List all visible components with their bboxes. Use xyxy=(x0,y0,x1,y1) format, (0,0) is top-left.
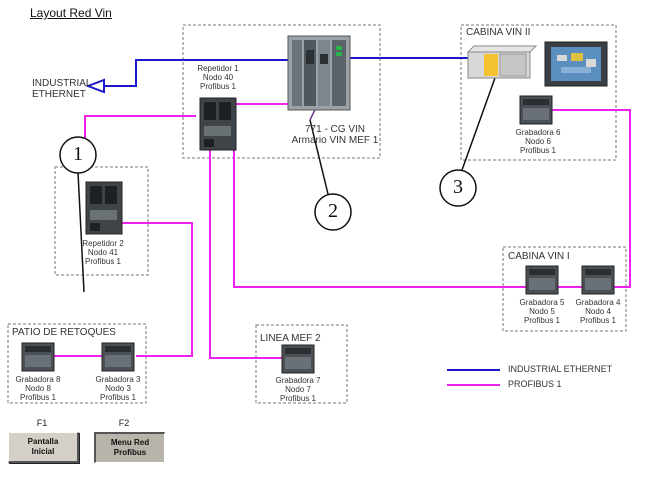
callout-3-circle xyxy=(439,169,477,207)
recorder-7-label: Grabadora 7 Nodo 7 Profibus 1 xyxy=(275,376,321,403)
profibus-line-down-cabina1 xyxy=(233,148,540,288)
hmi-panel-icon xyxy=(544,41,608,87)
profibus-line-to-patio xyxy=(120,222,193,357)
legend-label-ethernet: INDUSTRIAL ETHERNET xyxy=(508,364,613,374)
recorder-5-label: Grabadora 5 Nodo 5 Profibus 1 xyxy=(519,298,565,325)
cabinet-title-linea: LINEA MEF 2 xyxy=(260,333,321,344)
profibus-line-to-linea xyxy=(209,148,282,359)
plc-label: 771 - CG VIN Armario VIN MEF 1 xyxy=(291,124,379,146)
cabinet-title-patio: PATIO DE RETOQUES xyxy=(12,327,116,338)
profibus-line-top xyxy=(84,115,196,170)
callout-3-leader xyxy=(461,63,501,171)
recorder-6-icon xyxy=(519,95,553,125)
pantalla-inicial-button[interactable]: Pantalla Inicial xyxy=(8,432,79,463)
callout-1-number: 1 xyxy=(73,143,83,165)
fkey-f1-label: F1 xyxy=(36,418,48,428)
recorder-3-icon xyxy=(101,342,135,372)
cabinet-box-linea xyxy=(255,324,348,404)
server-icon xyxy=(466,45,538,79)
cabinet-box-cabina2 xyxy=(460,24,617,161)
recorder-5-icon xyxy=(525,265,559,295)
recorder-8-icon xyxy=(21,342,55,372)
repeater-2-icon xyxy=(85,181,123,235)
callout-2-leader xyxy=(309,119,329,195)
ethernet-line-left xyxy=(88,59,318,87)
recorder-6-label: Grabadora 6 Nodo 6 Profibus 1 xyxy=(515,128,561,155)
page-title: Layout Red Vin xyxy=(30,6,112,20)
profibus-line-to-cabina2 xyxy=(550,109,631,288)
repeater-1-icon xyxy=(199,97,237,151)
recorder-7-icon xyxy=(281,344,315,374)
callout-2-circle xyxy=(314,193,352,231)
cabinet-box-cabina1 xyxy=(502,246,627,332)
repeater-1-label: Repetidor 1 Nodo 40 Profibus 1 xyxy=(197,64,239,91)
cabinet-box-repetidor2 xyxy=(54,166,149,276)
menu-red-profibus-button[interactable]: Menu Red Profibus xyxy=(94,432,165,463)
plc-rack-icon xyxy=(287,35,351,111)
recorder-4-icon xyxy=(581,265,615,295)
cabinet-title-cabina1: CABINA VIN I xyxy=(508,251,570,262)
repeater-2-label: Repetidor 2 Nodo 41 Profibus 1 xyxy=(82,239,124,266)
cabinet-title-cabina2: CABINA VIN II xyxy=(466,27,531,38)
legend-label-profibus: PROFIBUS 1 xyxy=(508,379,562,389)
recorder-3-label: Grabadora 3 Nodo 3 Profibus 1 xyxy=(95,375,141,402)
cabinet-box-patio xyxy=(7,323,147,404)
callout-2-number: 2 xyxy=(328,200,338,222)
callout-1-leader xyxy=(77,171,85,293)
recorder-4-label: Grabadora 4 Nodo 4 Profibus 1 xyxy=(575,298,621,325)
ethernet-arrowhead xyxy=(85,78,105,94)
callout-3-number: 3 xyxy=(453,176,463,198)
recorder-8-label: Grabadora 8 Nodo 8 Profibus 1 xyxy=(15,375,61,402)
ethernet-label: INDUSTRIAL ETHERNET xyxy=(32,78,92,100)
callout-1-circle xyxy=(59,136,97,174)
fkey-f2-label: F2 xyxy=(118,418,130,428)
